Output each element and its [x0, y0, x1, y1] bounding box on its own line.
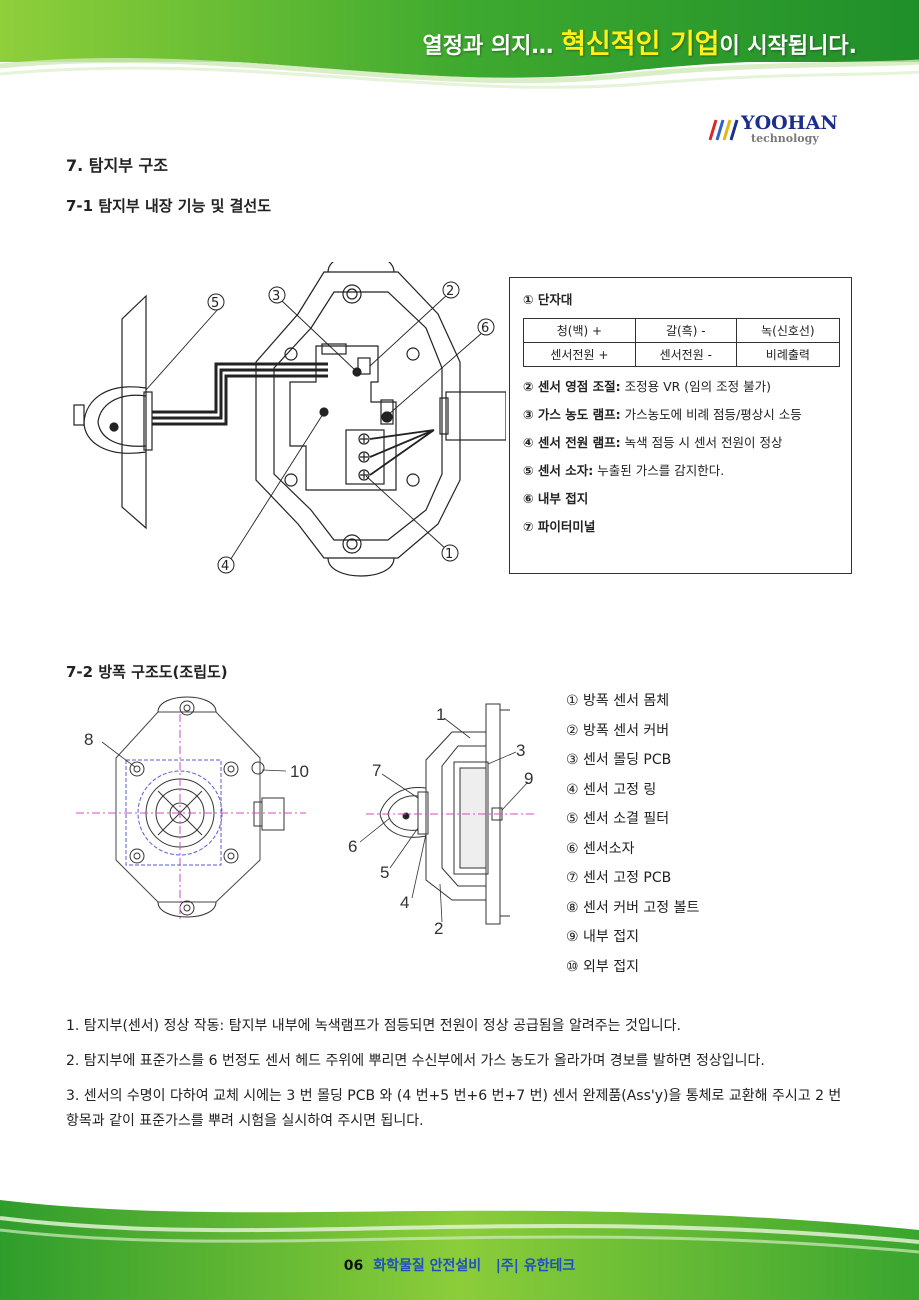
callout-7: 7: [372, 761, 381, 780]
legend-item: ② 센서 영점 조절: 조정용 VR (임의 조정 불가): [523, 379, 771, 394]
page-number: 06: [343, 1258, 364, 1274]
table-cell: 센서전원 +: [523, 342, 636, 367]
callout-3: 3: [272, 289, 280, 304]
callout-10: 10: [290, 762, 309, 781]
slogan-post: 이 시작됩니다.: [719, 34, 857, 59]
callout-6: 6: [481, 321, 489, 336]
callout-9: 9: [524, 769, 533, 788]
wiring-legend: ① 단자대 청(백) + 갈(흑) - 녹(신호선) 센서전원 + 센서전원 -…: [509, 277, 852, 574]
table-cell: 비례출력: [735, 342, 841, 367]
table-cell: 센서전원 -: [634, 342, 737, 367]
slogan-pre: 열정과 의지…: [422, 34, 562, 59]
list-item: ④ 센서 고정 링: [566, 781, 657, 798]
header-slogan: 열정과 의지… 혁신적인 기업이 시작됩니다.: [423, 22, 857, 61]
callout-4: 4: [400, 893, 409, 912]
table-cell: 갈(흑) -: [634, 318, 737, 343]
company-logo: YOOHAN technology: [707, 112, 847, 148]
list-item: ⑤ 센서 소결 필터: [566, 811, 670, 827]
callout-1: 1: [445, 547, 453, 562]
subsection-title-assembly: 7-2 방폭 구조도(조립도): [66, 663, 228, 681]
logo-brand: YOOHAN: [741, 112, 838, 134]
list-item: ② 방폭 센서 커버: [566, 722, 670, 739]
list-item: ⑧ 센서 커버 고정 볼트: [566, 899, 700, 916]
assembly-diagram: 8 10 1 2 3 4 5 6 7 9: [76, 696, 536, 938]
logo-subtitle: technology: [751, 132, 819, 145]
table-row: 청(백) + 갈(흑) - 녹(신호선): [523, 318, 841, 343]
list-item: ③ 센서 몰딩 PCB: [566, 752, 672, 768]
logo-stripes-icon: [708, 119, 739, 141]
slogan-highlight: 혁신적인 기업: [561, 29, 720, 60]
note-paragraph: 3. 센서의 수명이 다하여 교체 시에는 3 번 몰딩 PCB 와 (4 번+…: [66, 1088, 842, 1129]
legend-item: ③ 가스 농도 램프: 가스농도에 비례 점등/평상시 소등: [523, 407, 802, 422]
callout-2: 2: [434, 919, 443, 938]
subsection-title-wiring: 7-1 탐지부 내장 기능 및 결선도: [66, 197, 272, 215]
table-cell: 녹(신호선): [735, 318, 841, 343]
callout-5: 5: [380, 863, 389, 882]
callout-6: 6: [348, 837, 357, 856]
list-item: ⑥ 센서소자: [566, 840, 635, 857]
note-paragraph: 2. 탐지부에 표준가스를 6 번정도 센서 헤드 주위에 뿌리면 수신부에서 …: [66, 1053, 765, 1069]
footer-wave-graphic: [0, 1200, 919, 1300]
list-item: ⑨ 내부 접지: [566, 929, 639, 945]
callout-8: 8: [84, 730, 93, 749]
header-banner: 열정과 의지… 혁신적인 기업이 시작됩니다.: [0, 0, 919, 95]
section-title: 7. 탐지부 구조: [66, 156, 168, 175]
legend-item: ⑤ 센서 소자: 누출된 가스를 감지한다.: [523, 463, 725, 478]
callout-1: 1: [436, 705, 445, 724]
footer-text: 06 화학물질 안전설비 |주| 유한테크: [0, 1255, 919, 1275]
callout-4: 4: [221, 559, 229, 574]
legend-terminal-title: ① 단자대: [523, 292, 573, 307]
notes: 1. 탐지부(센서) 정상 작동: 탐지부 내부에 녹색램프가 점등되면 전원이…: [66, 1014, 856, 1144]
callout-3: 3: [516, 741, 525, 760]
list-item: ① 방폭 센서 몸체: [566, 693, 670, 709]
parts-list: ① 방폭 센서 몸체 ② 방폭 센서 커버 ③ 센서 몰딩 PCB ④ 센서 고…: [566, 690, 699, 985]
callout-5: 5: [211, 296, 219, 311]
table-row: 센서전원 + 센서전원 - 비례출력: [523, 342, 841, 367]
legend-item: ⑥ 내부 접지: [523, 491, 589, 506]
footer-company: 화학물질 안전설비 |주| 유한테크: [373, 1258, 576, 1274]
legend-item: ⑦ 파이터미널: [523, 519, 596, 534]
list-item: ⑩ 외부 접지: [566, 958, 639, 975]
note-paragraph: 1. 탐지부(센서) 정상 작동: 탐지부 내부에 녹색램프가 점등되면 전원이…: [66, 1018, 681, 1034]
list-item: ⑦ 센서 고정 PCB: [566, 870, 672, 886]
legend-item: ④ 센서 전원 램프: 녹색 점등 시 센서 전원이 정상: [523, 435, 783, 450]
table-cell: 청(백) +: [523, 318, 636, 343]
wiring-diagram: 5 3 2 6 4 1: [73, 262, 506, 577]
footer-banner: [0, 1190, 919, 1300]
terminal-table: 청(백) + 갈(흑) - 녹(신호선) 센서전원 + 센서전원 - 비례출력: [523, 318, 841, 367]
header-wave-graphic: [0, 0, 919, 89]
callout-2: 2: [446, 284, 454, 299]
